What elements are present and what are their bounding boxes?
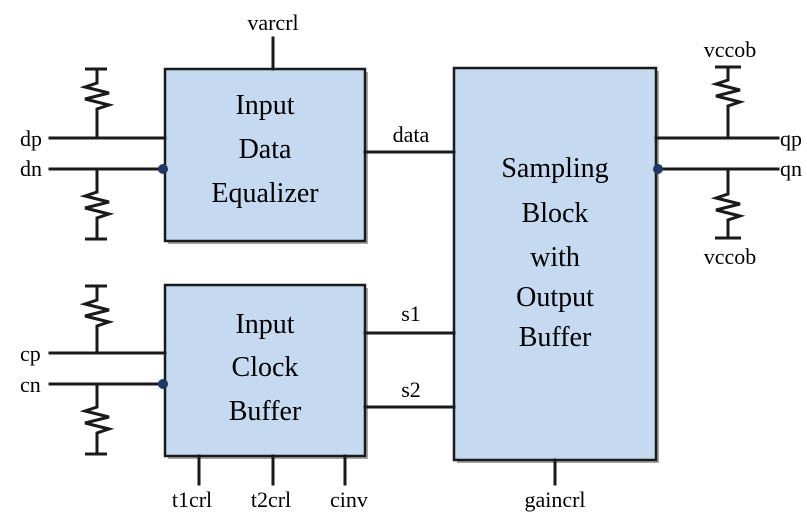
- cinv-label: cinv: [330, 487, 368, 512]
- cp-label: cp: [20, 341, 41, 366]
- sampling-label-line3: with: [530, 242, 580, 273]
- equalizer-label-line2: Data: [239, 134, 292, 165]
- sampling-label-line1: Sampling: [501, 153, 608, 184]
- clock-buffer-label-line1: Input: [235, 309, 294, 340]
- sampling-label-line4: Output: [516, 282, 594, 313]
- qn-junction-dot: [653, 164, 663, 174]
- dn-junction-dot: [158, 164, 168, 174]
- vccob-top-label: vccob: [704, 37, 757, 62]
- t2crl-label: t2crl: [251, 487, 291, 512]
- cn-label: cn: [20, 372, 41, 397]
- clock-buffer-block: [163, 283, 367, 458]
- vccob-bottom-label: vccob: [704, 244, 757, 269]
- clock-buffer-label-line3: Buffer: [229, 396, 302, 427]
- data-label: data: [393, 122, 430, 147]
- equalizer-label-line1: Input: [235, 90, 294, 121]
- dn-termination-resistor: [79, 169, 115, 241]
- sampling-label-line2: Block: [522, 198, 589, 229]
- dp-termination-resistor: [79, 67, 115, 138]
- clock-buffer-label-line2: Clock: [232, 352, 299, 383]
- qn-label: qn: [780, 156, 802, 181]
- sampling-label-line5: Buffer: [519, 322, 592, 353]
- qp-pullup-resistor: [710, 65, 746, 138]
- varcrl-label: varcrl: [247, 10, 298, 35]
- s1-label: s1: [401, 301, 421, 326]
- dn-label: dn: [20, 156, 42, 181]
- qp-label: qp: [780, 126, 802, 151]
- cn-termination-resistor: [79, 384, 115, 456]
- cn-junction-dot: [158, 379, 168, 389]
- cp-termination-resistor: [79, 284, 115, 353]
- equalizer-block: [163, 67, 367, 243]
- s2-label: s2: [401, 377, 421, 402]
- equalizer-label-line3: Equalizer: [211, 178, 319, 209]
- t1crl-label: t1crl: [172, 487, 212, 512]
- gaincrl-label: gaincrl: [524, 487, 585, 512]
- qn-pullup-resistor: [710, 169, 746, 240]
- dp-label: dp: [20, 126, 42, 151]
